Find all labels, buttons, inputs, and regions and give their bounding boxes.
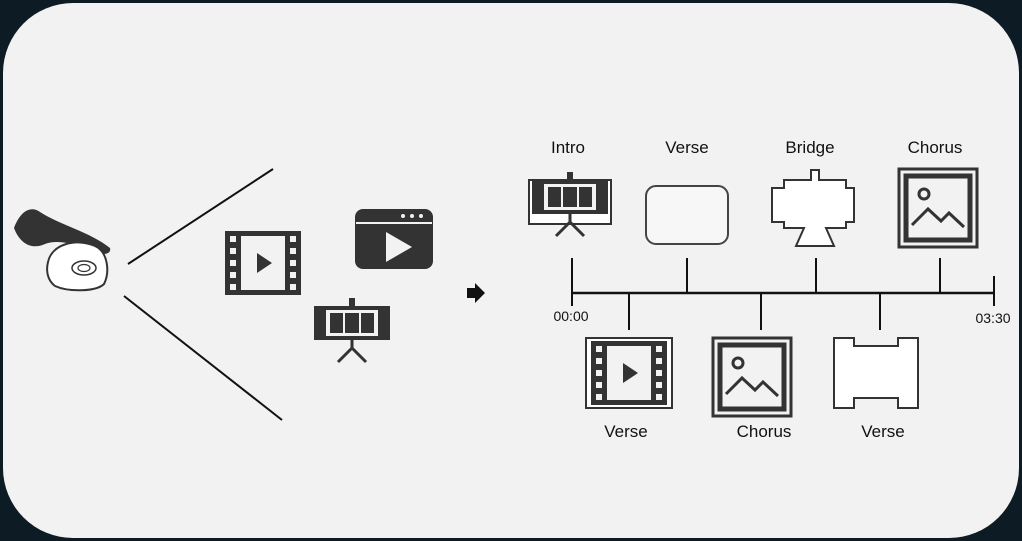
label-verse-bottom-2: Verse <box>861 422 905 441</box>
label-chorus-top: Chorus <box>907 138 963 157</box>
segment-icon-chorus-top <box>899 169 977 247</box>
segment-icon-intro <box>528 170 612 238</box>
label-intro: Intro <box>550 138 586 157</box>
connector-line-lower <box>123 295 283 421</box>
arrow-right-icon <box>467 283 485 303</box>
film-strip-icon <box>225 231 301 295</box>
timeline-end-time: 03:30 <box>975 310 1011 326</box>
diagram-canvas: Intro Verse Bridge Chorus Verse Chorus V… <box>3 3 1019 538</box>
label-chorus-bottom: Chorus <box>736 422 792 441</box>
segment-icon-verse-top <box>645 185 729 245</box>
projector-screen-icon <box>312 296 392 364</box>
segment-icon-verse-bottom-1 <box>585 337 673 409</box>
label-verse-bottom-1: Verse <box>604 422 648 441</box>
diagram-svg <box>14 3 995 421</box>
label-verse-top: Verse <box>665 138 709 157</box>
connector-line-upper <box>127 168 274 265</box>
timeline <box>571 258 995 330</box>
segment-icon-verse-bottom-2 <box>833 337 919 409</box>
hand-mouse-icon <box>14 209 111 292</box>
video-player-icon <box>355 209 433 269</box>
segment-icon-chorus-bottom <box>713 338 791 416</box>
label-bridge: Bridge <box>785 138 835 157</box>
timeline-start-time: 00:00 <box>553 308 589 324</box>
segment-icon-bridge <box>771 169 855 247</box>
